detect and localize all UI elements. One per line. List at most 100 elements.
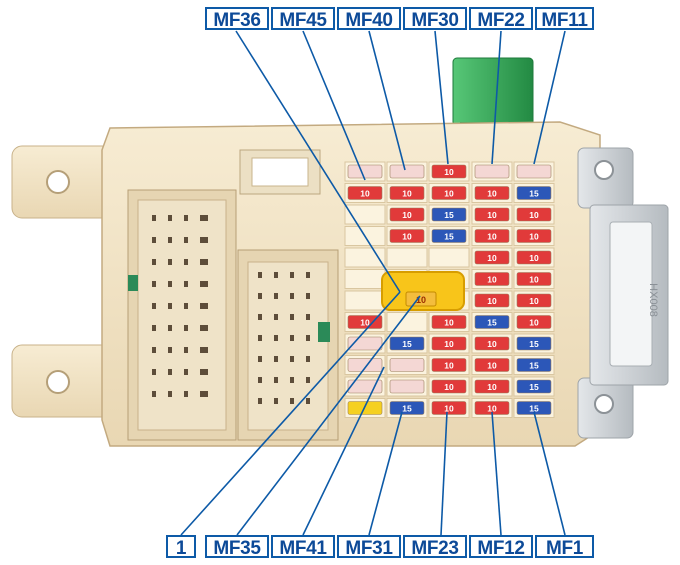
- fuse: [431, 336, 467, 351]
- connector-pin: [200, 369, 204, 375]
- fuse: [474, 250, 510, 265]
- label-mf40: MF40: [337, 7, 401, 31]
- connector-pin: [184, 325, 188, 331]
- fuse-rating: 10: [360, 318, 370, 328]
- connector-pin: [204, 303, 208, 309]
- leader-line: [368, 30, 406, 171]
- fuse: [474, 186, 510, 200]
- leader-line: [434, 30, 449, 165]
- fuse-rating: 10: [402, 189, 412, 199]
- connector-pin: [152, 303, 156, 309]
- fuse-rating: 10: [487, 382, 497, 392]
- fuse-rating: 15: [529, 382, 539, 392]
- fuse: [474, 293, 510, 308]
- metal-bracket: HX008: [577, 147, 669, 439]
- connector-pin: [274, 272, 278, 278]
- connector-pin: [184, 303, 188, 309]
- housing-marking: HX008: [647, 283, 659, 317]
- fuse: [389, 207, 425, 222]
- fuse: [516, 358, 552, 372]
- connector-pin: [274, 356, 278, 362]
- fuse: [431, 207, 467, 222]
- connector-pin: [258, 398, 262, 404]
- connector-pin: [306, 335, 310, 341]
- left-mounting-tab-top: [11, 145, 131, 219]
- label-mf35: MF35: [205, 535, 269, 559]
- connector-pin: [306, 314, 310, 320]
- fuse: [474, 272, 510, 286]
- leader-line: [302, 366, 385, 536]
- connector-pin: [258, 272, 262, 278]
- fuse: [516, 336, 552, 351]
- fuse-rating: 15: [487, 318, 497, 328]
- fuse: [347, 358, 383, 372]
- label-mf30: MF30: [403, 7, 467, 31]
- fuse-rating: 10: [487, 210, 497, 220]
- fuse: [516, 315, 552, 329]
- connector-pin: [200, 391, 204, 397]
- relay-1: 10: [381, 271, 465, 311]
- connector-pin: [200, 281, 204, 287]
- fuse: [389, 358, 425, 372]
- fuse: [431, 186, 467, 200]
- connector-pin: [184, 259, 188, 265]
- leader-line: [368, 411, 403, 536]
- fuse-rating: 10: [360, 189, 370, 199]
- connector-pin: [204, 215, 208, 221]
- fuse: [389, 229, 425, 243]
- connector-pin: [168, 303, 172, 309]
- connector-pin: [290, 314, 294, 320]
- fuse: [431, 379, 467, 394]
- connector-pin: [200, 215, 204, 221]
- svg-text:10: 10: [416, 295, 426, 305]
- label-relay-1: 1: [166, 535, 196, 559]
- fuse: [474, 229, 510, 243]
- fuse: [474, 379, 510, 394]
- connector-pin: [200, 347, 204, 353]
- fuse-rating: 10: [402, 210, 412, 220]
- connector-pin: [168, 369, 172, 375]
- fuse: [389, 336, 425, 351]
- fuse-slot: [386, 247, 428, 268]
- connector-pin: [290, 377, 294, 383]
- fuse-rating: 10: [444, 189, 454, 199]
- fuse: [389, 379, 425, 394]
- connector-pin: [152, 369, 156, 375]
- connector-pin: [290, 398, 294, 404]
- fuse-slot: [428, 247, 470, 268]
- fuse-rating: 10: [487, 404, 497, 414]
- fuse: [474, 207, 510, 222]
- connector-pin: [168, 391, 172, 397]
- connector-pin: [306, 398, 310, 404]
- fuse-rating: 10: [444, 404, 454, 414]
- label-mf31: MF31: [337, 535, 401, 559]
- connector-pin: [306, 356, 310, 362]
- connector-pin: [152, 347, 156, 353]
- label-mf22: MF22: [469, 7, 533, 31]
- fuse-rating: 10: [402, 232, 412, 242]
- fuse-slot: [386, 312, 428, 332]
- connector-pin: [258, 377, 262, 383]
- connector-pin: [306, 293, 310, 299]
- connector-pin: [184, 281, 188, 287]
- connector-pin: [168, 259, 172, 265]
- connector-pin: [152, 259, 156, 265]
- fuse-rating: 15: [402, 404, 412, 414]
- connector-pin: [184, 347, 188, 353]
- connector-pin: [274, 293, 278, 299]
- connector-pin: [204, 391, 208, 397]
- connector-pin: [204, 237, 208, 243]
- connector-pin: [168, 215, 172, 221]
- fuse-rating: 15: [529, 404, 539, 414]
- fuse-rating: 10: [529, 253, 539, 263]
- fuse: [516, 250, 552, 265]
- fuse-rating: 15: [529, 339, 539, 349]
- fuse-rating: 15: [529, 189, 539, 199]
- fuse-rating: 10: [487, 189, 497, 199]
- fuse-rating: 10: [529, 210, 539, 220]
- fuse-rating: 10: [444, 339, 454, 349]
- connector-pin: [258, 293, 262, 299]
- leader-line: [491, 411, 502, 536]
